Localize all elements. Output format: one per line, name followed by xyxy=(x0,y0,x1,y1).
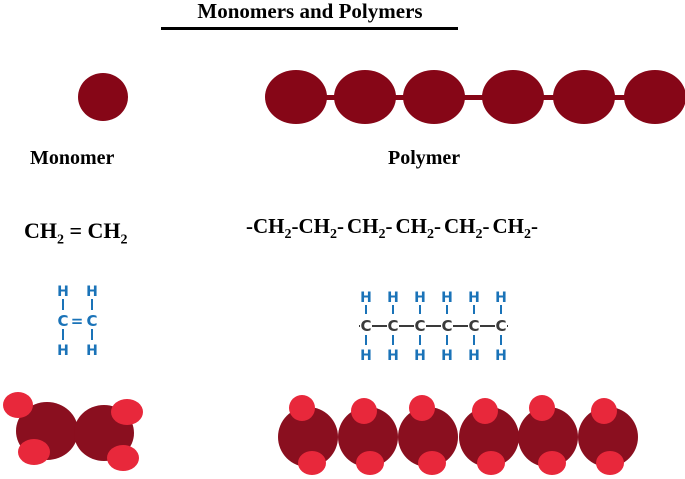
carbon-atom-label: C xyxy=(57,312,68,330)
hydrogen-atom-label: H xyxy=(57,284,69,300)
monomer-bead xyxy=(78,73,128,121)
hydrogen-ball xyxy=(111,399,143,425)
bead-link xyxy=(393,95,406,100)
hydrogen-ball xyxy=(289,395,315,421)
carbon-ball xyxy=(518,407,578,467)
bead-link xyxy=(541,95,556,100)
hydrogen-ball xyxy=(409,395,435,421)
carbon-atom-label: C xyxy=(441,317,452,335)
polymer-label: Polymer xyxy=(388,147,461,169)
hydrogen-ball xyxy=(3,392,33,418)
monomer-formula-bond: = xyxy=(69,218,83,243)
carbon-atom-label: C xyxy=(360,317,371,335)
polymer-formula-unit: -CH2- xyxy=(246,214,299,243)
hydrogen-ball xyxy=(477,451,505,475)
hydrogen-ball xyxy=(529,395,555,421)
hydrogen-atom-label: H xyxy=(414,290,426,306)
hydrogen-atom-label: H xyxy=(86,343,98,359)
hydrogen-ball xyxy=(351,398,377,424)
hydrogen-atom-label: H xyxy=(387,348,399,364)
hydrogen-atom-label: H xyxy=(441,348,453,364)
hydrogen-ball xyxy=(18,439,50,465)
hydrogen-ball xyxy=(418,451,446,475)
bead-link xyxy=(462,95,485,100)
bead-link xyxy=(324,95,337,100)
polymer-formula-unit: CH2- xyxy=(347,214,393,243)
diagram-title: Monomers and Polymers xyxy=(197,0,423,23)
hydrogen-atom-label: H xyxy=(57,343,69,359)
hydrogen-atom-label: H xyxy=(387,290,399,306)
carbon-atom-label: C xyxy=(86,312,97,330)
hydrogen-atom-label: H xyxy=(495,290,507,306)
carbon-ball xyxy=(459,407,519,467)
hydrogen-ball xyxy=(356,451,384,475)
polymer-bead xyxy=(482,70,544,124)
monomer-formula-right: CH2 xyxy=(87,218,128,248)
carbon-ball xyxy=(578,407,638,467)
hydrogen-ball xyxy=(591,398,617,424)
carbon-atom-label: C xyxy=(495,317,506,335)
monomer-formula: CH2 = CH2 xyxy=(24,218,128,248)
carbon-atom-label: C xyxy=(414,317,425,335)
hydrogen-atom-label: H xyxy=(468,348,480,364)
carbon-atom-label: C xyxy=(387,317,398,335)
hydrogen-atom-label: H xyxy=(360,348,372,364)
hydrogen-atom-label: H xyxy=(86,284,98,300)
title-underline xyxy=(161,27,458,30)
double-bond: = xyxy=(71,312,84,330)
hydrogen-atom-label: H xyxy=(414,348,426,364)
hydrogen-ball xyxy=(538,451,566,475)
monomer-label: Monomer xyxy=(30,147,115,169)
hydrogen-ball xyxy=(107,445,139,471)
polymer-formula: -CH2-CH2-CH2-CH2-CH2-CH2- xyxy=(246,214,541,243)
polymer-bead xyxy=(624,70,685,124)
carbon-ball xyxy=(338,407,398,467)
hydrogen-ball xyxy=(472,398,498,424)
polymer-formula-unit: CH2- xyxy=(395,214,442,243)
hydrogen-ball xyxy=(596,451,624,475)
hydrogen-atom-label: H xyxy=(495,348,507,364)
polymer-formula-unit: CH2- xyxy=(492,214,539,243)
carbon-ball xyxy=(278,407,338,467)
polymer-bead xyxy=(553,70,615,124)
hydrogen-atom-label: H xyxy=(441,290,453,306)
carbon-ball xyxy=(398,407,458,467)
hydrogen-ball xyxy=(298,451,326,475)
polymer-bead xyxy=(265,70,327,124)
bead-link xyxy=(612,95,627,100)
polymer-bead xyxy=(334,70,396,124)
polymer-formula-unit: CH2- xyxy=(298,214,345,243)
carbon-atom-label: C xyxy=(468,317,479,335)
hydrogen-atom-label: H xyxy=(468,290,480,306)
polymer-bead xyxy=(403,70,465,124)
monomer-formula-left: CH2 xyxy=(24,218,64,248)
hydrogen-atom-label: H xyxy=(360,290,372,306)
polymer-formula-unit: CH2- xyxy=(444,214,490,243)
